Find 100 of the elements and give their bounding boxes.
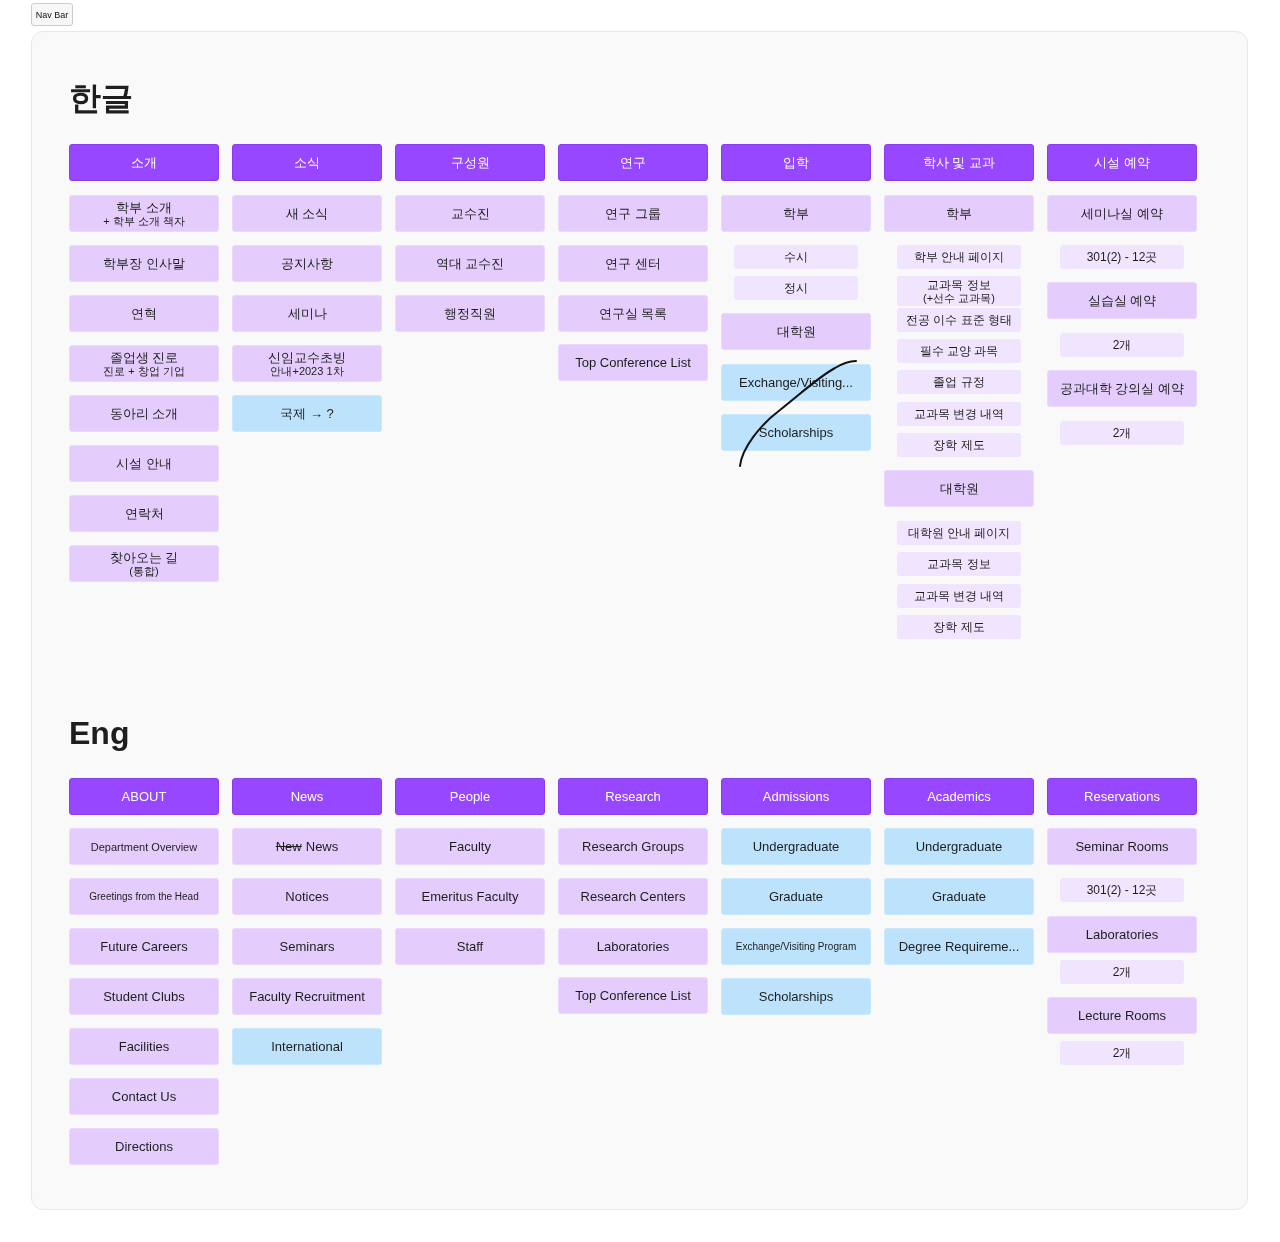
submenu-item: 2개 xyxy=(1060,960,1184,984)
item-label: 교과목 정보 xyxy=(927,278,991,292)
item-label: 신임교수초빙 xyxy=(268,350,346,365)
menu-item: Graduate xyxy=(884,878,1034,915)
menu-item: 행정직원 xyxy=(395,295,545,332)
menu-item xyxy=(69,545,219,582)
note-text: 안내+2023 1차 xyxy=(270,364,344,377)
submenu-item: 301(2) - 12곳 xyxy=(1060,245,1184,269)
submenu-item: 대학원 안내 페이지 xyxy=(897,521,1021,545)
submenu-item: 교과목 정보 xyxy=(897,552,1021,576)
menu-item: Notices xyxy=(232,878,382,915)
menu-item: 세미나 xyxy=(232,295,382,332)
section-heading: 한글 xyxy=(69,79,133,118)
menu-item: Facilities xyxy=(69,1028,219,1065)
menu-item: Seminars xyxy=(232,928,382,965)
submenu-item: 장학 제도 xyxy=(897,615,1021,639)
menu-item: Research Groups xyxy=(558,828,708,865)
menu-item: Emeritus Faculty xyxy=(395,878,545,915)
submenu-item: 장학 제도 xyxy=(897,433,1021,457)
submenu-item: 2개 xyxy=(1060,421,1184,445)
nav-bar-button: Nav Bar xyxy=(31,3,73,26)
submenu-item: 교과목 변경 내역 xyxy=(897,584,1021,608)
menu-item: International xyxy=(232,1028,382,1065)
menu-item: 연구 센터 xyxy=(558,245,708,282)
menu-header: 연구 xyxy=(558,144,708,181)
menu-header: Reservations xyxy=(1047,778,1197,815)
menu-item: 실습실 예약 xyxy=(1047,282,1197,319)
menu-item xyxy=(232,345,382,382)
menu-item: Research Centers xyxy=(558,878,708,915)
menu-item: Faculty Recruitment xyxy=(232,978,382,1015)
menu-item xyxy=(69,195,219,232)
item-label: News xyxy=(305,839,339,854)
menu-header: News xyxy=(232,778,382,815)
menu-item: 연구실 목록 xyxy=(558,295,708,332)
menu-item: 새 소식 xyxy=(232,195,382,232)
note-text: + 학부 소개 책자 xyxy=(103,214,185,227)
submenu-item: 전공 이수 표준 형태 xyxy=(897,308,1021,332)
menu-item xyxy=(232,828,382,865)
menu-header: Research xyxy=(558,778,708,815)
menu-item: Undergraduate xyxy=(884,828,1034,865)
menu-item: 대학원 xyxy=(721,313,871,350)
menu-item: 시설 안내 xyxy=(69,445,219,482)
struck-text: New xyxy=(275,839,302,854)
submenu-item: 2개 xyxy=(1060,1041,1184,1065)
menu-item: Lecture Rooms xyxy=(1047,997,1197,1034)
menu-header: 소개 xyxy=(69,144,219,181)
menu-item: Department Overview xyxy=(69,828,219,865)
menu-item: 대학원 xyxy=(884,470,1034,507)
menu-header: People xyxy=(395,778,545,815)
menu-header: 소식 xyxy=(232,144,382,181)
note-text: (+선수 교과목) xyxy=(923,292,995,304)
menu-item: Laboratories xyxy=(558,928,708,965)
menu-item: Scholarships xyxy=(721,414,871,451)
menu-item: 세미나실 예약 xyxy=(1047,195,1197,232)
menu-item: 연혁 xyxy=(69,295,219,332)
item-label: 학부 소개 xyxy=(116,200,172,215)
menu-item: 역대 교수진 xyxy=(395,245,545,282)
menu-header: 구성원 xyxy=(395,144,545,181)
menu-item: 공과대학 강의실 예약 xyxy=(1047,370,1197,407)
section-heading: Eng xyxy=(69,714,130,753)
menu-item: Seminar Rooms xyxy=(1047,828,1197,865)
menu-item: 국제 → ? xyxy=(232,395,382,432)
submenu-item: 2개 xyxy=(1060,333,1184,357)
menu-item: Student Clubs xyxy=(69,978,219,1015)
submenu-item: 정시 xyxy=(734,276,858,300)
menu-header: 입학 xyxy=(721,144,871,181)
submenu-item: 수시 xyxy=(734,245,858,269)
note-text: (통합) xyxy=(129,564,159,577)
menu-item: Laboratories xyxy=(1047,916,1197,953)
item-label: 찾아오는 길 xyxy=(109,550,179,565)
menu-header: Admissions xyxy=(721,778,871,815)
menu-item: 연구 그룹 xyxy=(558,195,708,232)
menu-header: 학사 및 교과 xyxy=(884,144,1034,181)
note-text: 진로 + 창업 기업 xyxy=(103,364,185,377)
item-label: 졸업생 진로 xyxy=(109,350,179,365)
menu-item: 연락처 xyxy=(69,495,219,532)
menu-item: Directions xyxy=(69,1128,219,1165)
menu-item: Future Careers xyxy=(69,928,219,965)
menu-item: Staff xyxy=(395,928,545,965)
menu-item: 공지사항 xyxy=(232,245,382,282)
menu-item: 교수진 xyxy=(395,195,545,232)
menu-item: Greetings from the Head xyxy=(69,878,219,915)
menu-header: ABOUT xyxy=(69,778,219,815)
menu-item: Scholarships xyxy=(721,978,871,1015)
menu-item: 학부 xyxy=(721,195,871,232)
submenu-item: 필수 교양 과목 xyxy=(897,339,1021,363)
menu-item: Faculty xyxy=(395,828,545,865)
menu-header: 시설 예약 xyxy=(1047,144,1197,181)
menu-item: Top Conference List xyxy=(558,344,708,381)
submenu-item: 301(2) - 12곳 xyxy=(1060,878,1184,902)
menu-item: Graduate xyxy=(721,878,871,915)
submenu-item: 학부 안내 페이지 xyxy=(897,245,1021,269)
menu-item: Degree Requireme... xyxy=(884,928,1034,965)
menu-item: Contact Us xyxy=(69,1078,219,1115)
submenu-item: 교과목 변경 내역 xyxy=(897,402,1021,426)
menu-item: Top Conference List xyxy=(558,977,708,1014)
submenu-item: 졸업 규정 xyxy=(897,370,1021,394)
menu-header: Academics xyxy=(884,778,1034,815)
menu-item: 동아리 소개 xyxy=(69,395,219,432)
menu-item xyxy=(69,345,219,382)
